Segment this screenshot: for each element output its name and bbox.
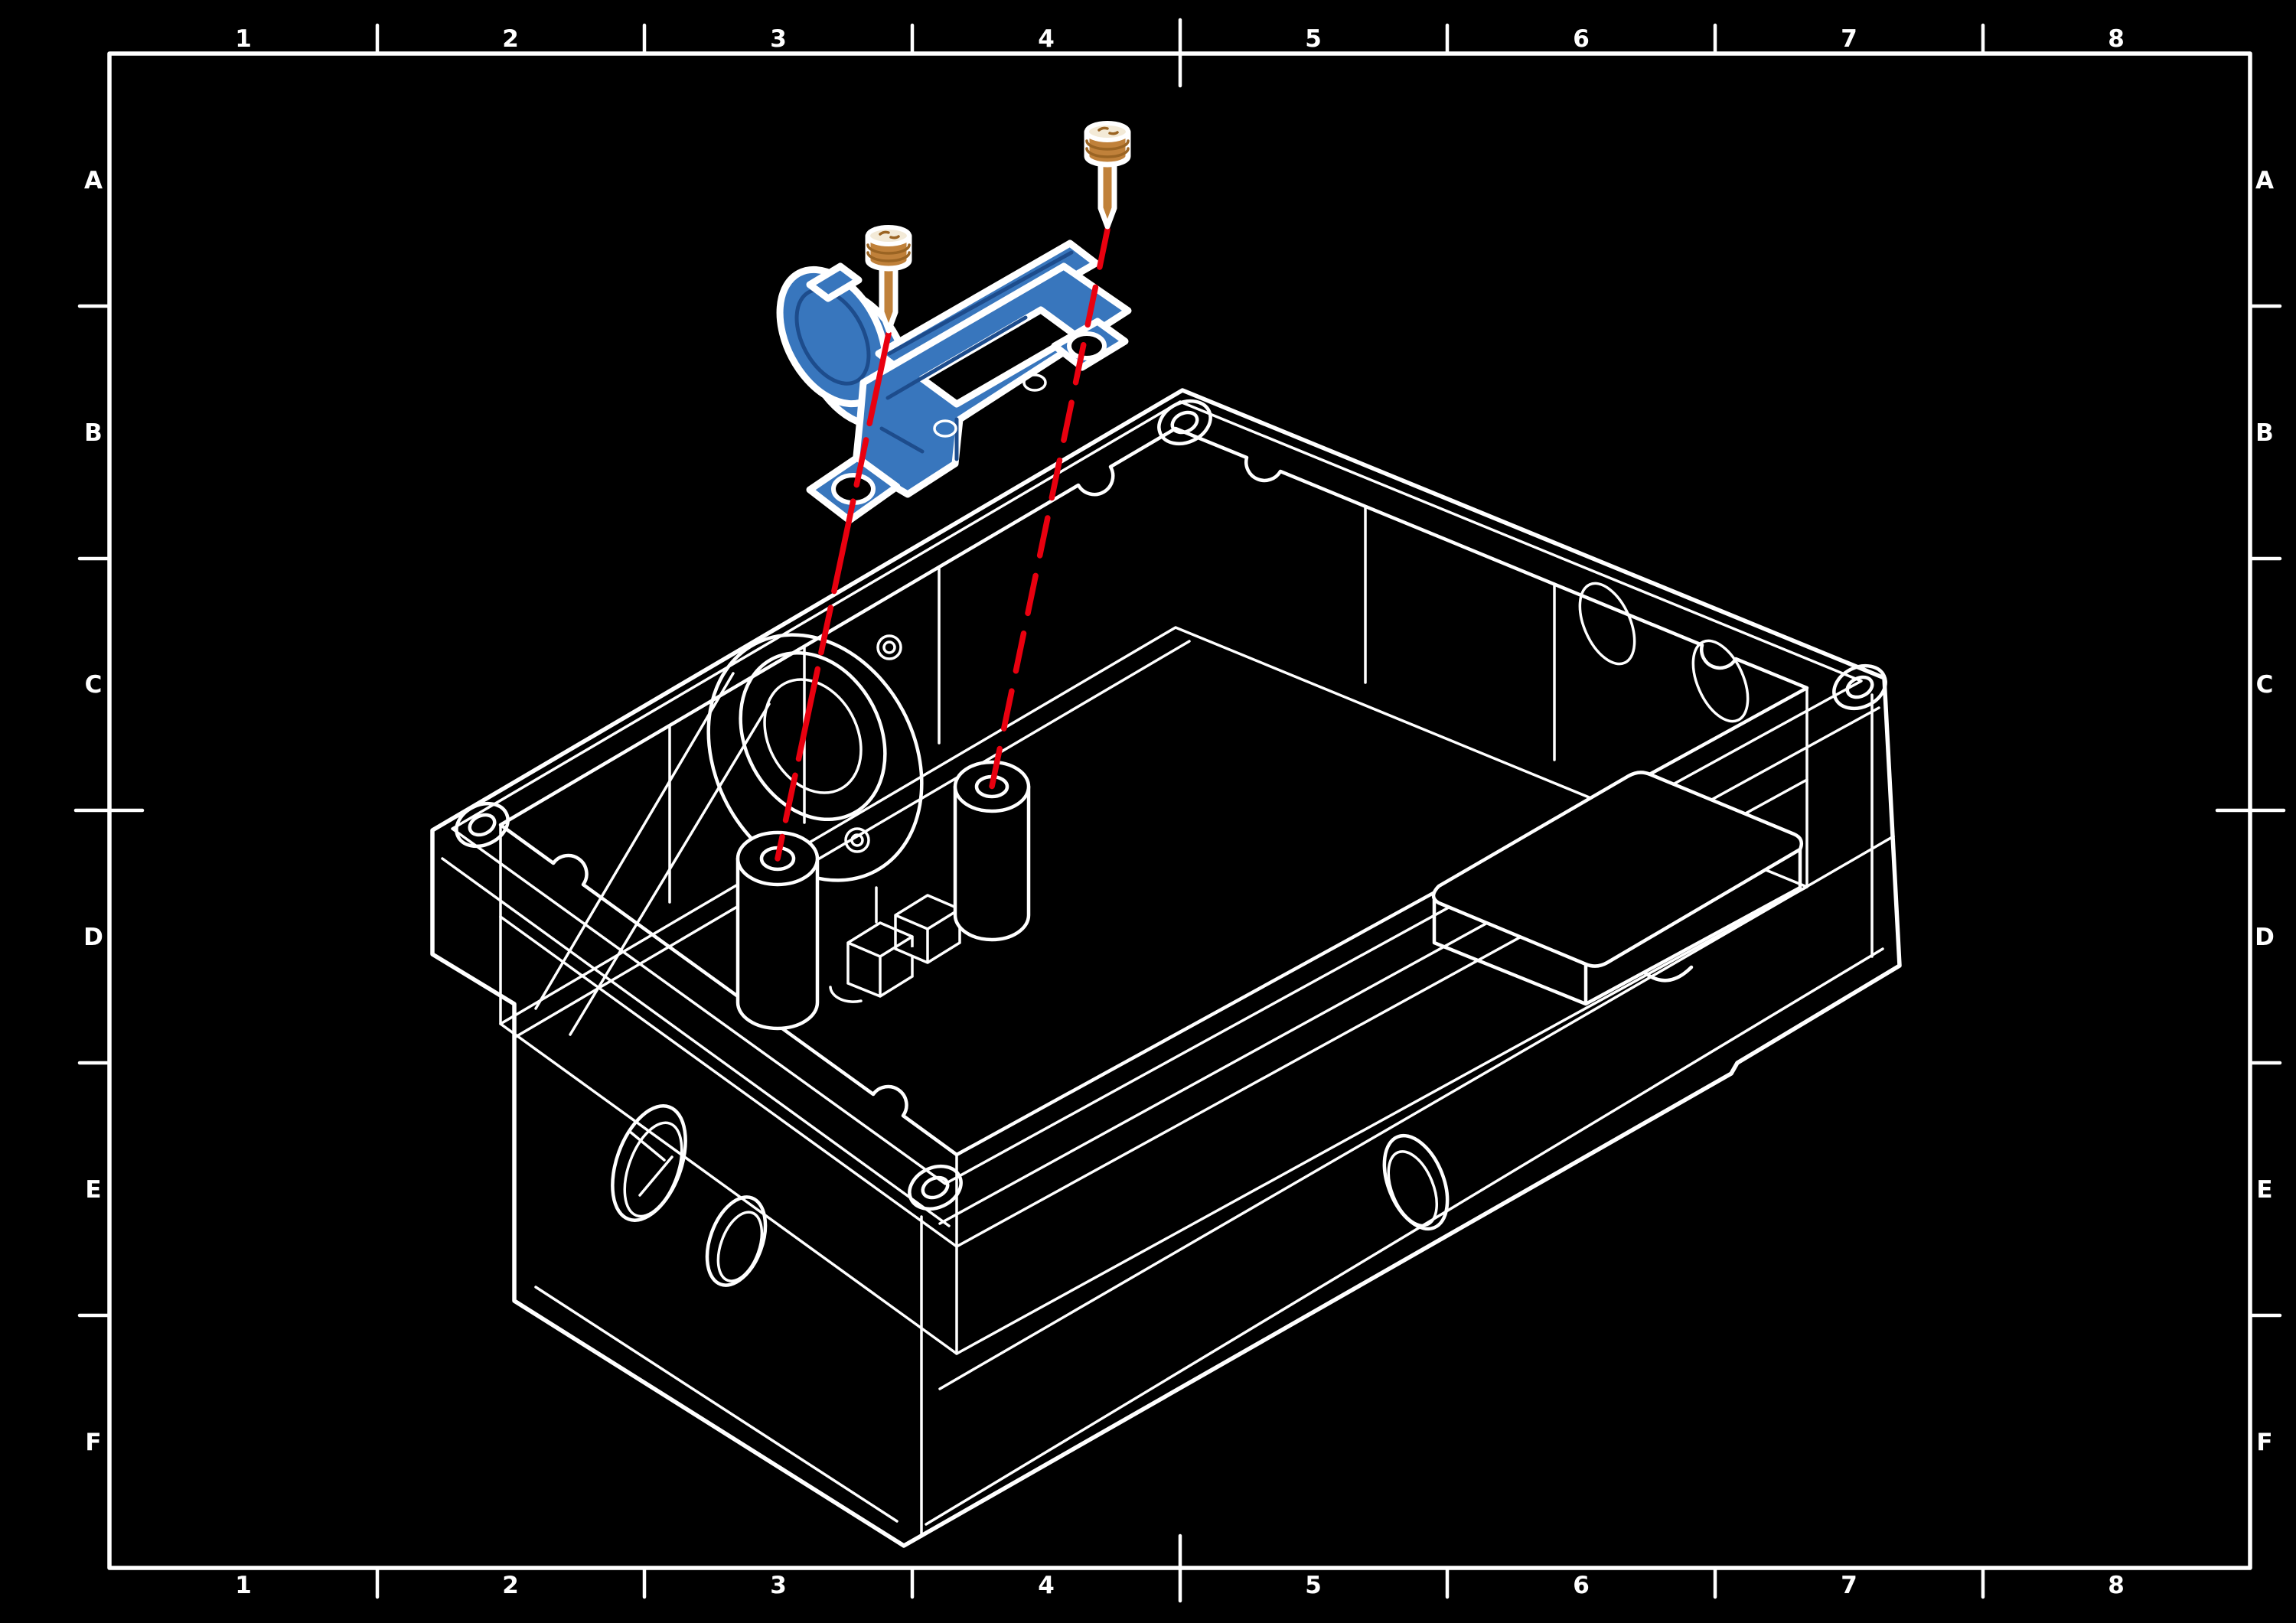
corner-screw-hole <box>1157 399 1212 446</box>
grid-col-bottom-2: 2 <box>502 1572 519 1599</box>
wall-hole-large <box>611 1104 687 1222</box>
grid-column-labels-top: 1 2 3 4 5 6 7 8 <box>235 25 2125 53</box>
bracket-disc-tab <box>806 262 863 302</box>
grid-row-labels-left: A B C D E F <box>83 167 103 1456</box>
grid-col-bottom-7: 7 <box>1841 1572 1857 1599</box>
bracket-disc-ring <box>794 288 871 386</box>
bracket-body-hole <box>933 419 957 438</box>
cavity-opening <box>498 426 1809 1157</box>
bracket-rail-edge <box>887 250 1074 356</box>
grid-col-top-5: 5 <box>1305 25 1322 53</box>
grid-row-left-B: B <box>84 419 103 447</box>
grid-ticks <box>73 18 2286 1603</box>
grid-row-right-A: A <box>2255 167 2274 194</box>
grid-col-top-3: 3 <box>770 25 787 53</box>
corner-screw-hole <box>908 1164 963 1211</box>
screw-head-top <box>866 225 912 246</box>
mount-ring-inner <box>763 678 863 794</box>
wall-hole-small-depth <box>716 1211 764 1282</box>
front-right-wall-hole <box>1382 1133 1450 1231</box>
grid-col-bottom-6: 6 <box>1573 1572 1590 1599</box>
wall-hole <box>1382 1133 1450 1231</box>
screw-left <box>865 225 912 334</box>
interior-wall-hole <box>1691 639 1750 723</box>
grid-row-labels-right: A B C D E F <box>2255 167 2275 1456</box>
enclosure-base <box>430 388 1902 1548</box>
wall-hole-large-depth <box>623 1121 683 1218</box>
grid-col-top-2: 2 <box>502 25 519 53</box>
grid-row-left-D: D <box>83 924 103 951</box>
leader-lines <box>775 227 1110 862</box>
bracket-highlight <box>776 240 1132 524</box>
boss-left <box>735 830 820 1031</box>
sheet-frame: 1 2 3 4 5 6 7 8 1 2 3 4 5 6 7 8 A B C D … <box>73 18 2286 1603</box>
grid-col-bottom-1: 1 <box>235 1572 252 1599</box>
screw-right <box>1087 123 1128 227</box>
grid-row-right-B: B <box>2255 419 2274 447</box>
connector-pocket <box>1431 771 1803 1006</box>
rim-chamfer-line <box>451 400 1863 1185</box>
mount-brace <box>534 672 771 1036</box>
grid-row-right-C: C <box>2256 671 2274 699</box>
screw-shank <box>879 264 899 334</box>
grid-col-top-1: 1 <box>235 25 252 53</box>
grid-row-left-E: E <box>85 1176 101 1204</box>
grid-col-top-8: 8 <box>2108 25 2125 53</box>
wall-hole-depth <box>1387 1150 1438 1227</box>
grid-row-left-A: A <box>84 167 103 194</box>
grid-col-bottom-5: 5 <box>1305 1572 1322 1599</box>
leader-line-left <box>775 331 892 862</box>
bracket-body-hole <box>1022 373 1047 392</box>
grid-column-labels-bottom: 1 2 3 4 5 6 7 8 <box>235 1572 2125 1599</box>
screw-drive-marks <box>879 230 900 240</box>
enclosure-outer-shell <box>430 388 1902 1548</box>
interior-right-wall-holes <box>1578 582 1750 723</box>
mount-plate <box>706 633 924 882</box>
grid-row-right-F: F <box>2256 1429 2272 1456</box>
leader-line-right <box>989 227 1110 790</box>
rim-lip-lines <box>441 706 1880 1227</box>
grid-col-top-4: 4 <box>1038 25 1055 53</box>
grid-row-left-C: C <box>85 671 103 699</box>
clip-foot <box>829 986 863 1003</box>
corner-screw-hole <box>455 801 510 849</box>
grid-col-top-7: 7 <box>1841 25 1857 53</box>
corner-screw-holes <box>455 399 1887 1211</box>
corner-screw-hole <box>1832 663 1887 711</box>
boss-right <box>953 760 1031 942</box>
mount-ring-outer <box>739 650 887 822</box>
mount-plate-holes <box>844 634 902 853</box>
grid-col-bottom-8: 8 <box>2108 1572 2125 1599</box>
grid-col-top-6: 6 <box>1573 25 1590 53</box>
base-skirt-lines <box>534 693 1895 1538</box>
wall-hole-vanes <box>628 1129 673 1197</box>
grid-row-right-E: E <box>2256 1176 2272 1204</box>
wall-hole-small <box>705 1195 768 1287</box>
interior-wall-hole <box>1578 582 1636 666</box>
grid-col-bottom-4: 4 <box>1038 1572 1055 1599</box>
bracket-ear-right-hole <box>1067 331 1107 360</box>
grid-row-left-F: F <box>85 1429 101 1456</box>
grid-col-bottom-3: 3 <box>770 1572 787 1599</box>
front-left-wall-holes <box>611 1104 768 1287</box>
screw-head-ridges <box>866 243 911 262</box>
grid-row-right-D: D <box>2255 924 2275 951</box>
